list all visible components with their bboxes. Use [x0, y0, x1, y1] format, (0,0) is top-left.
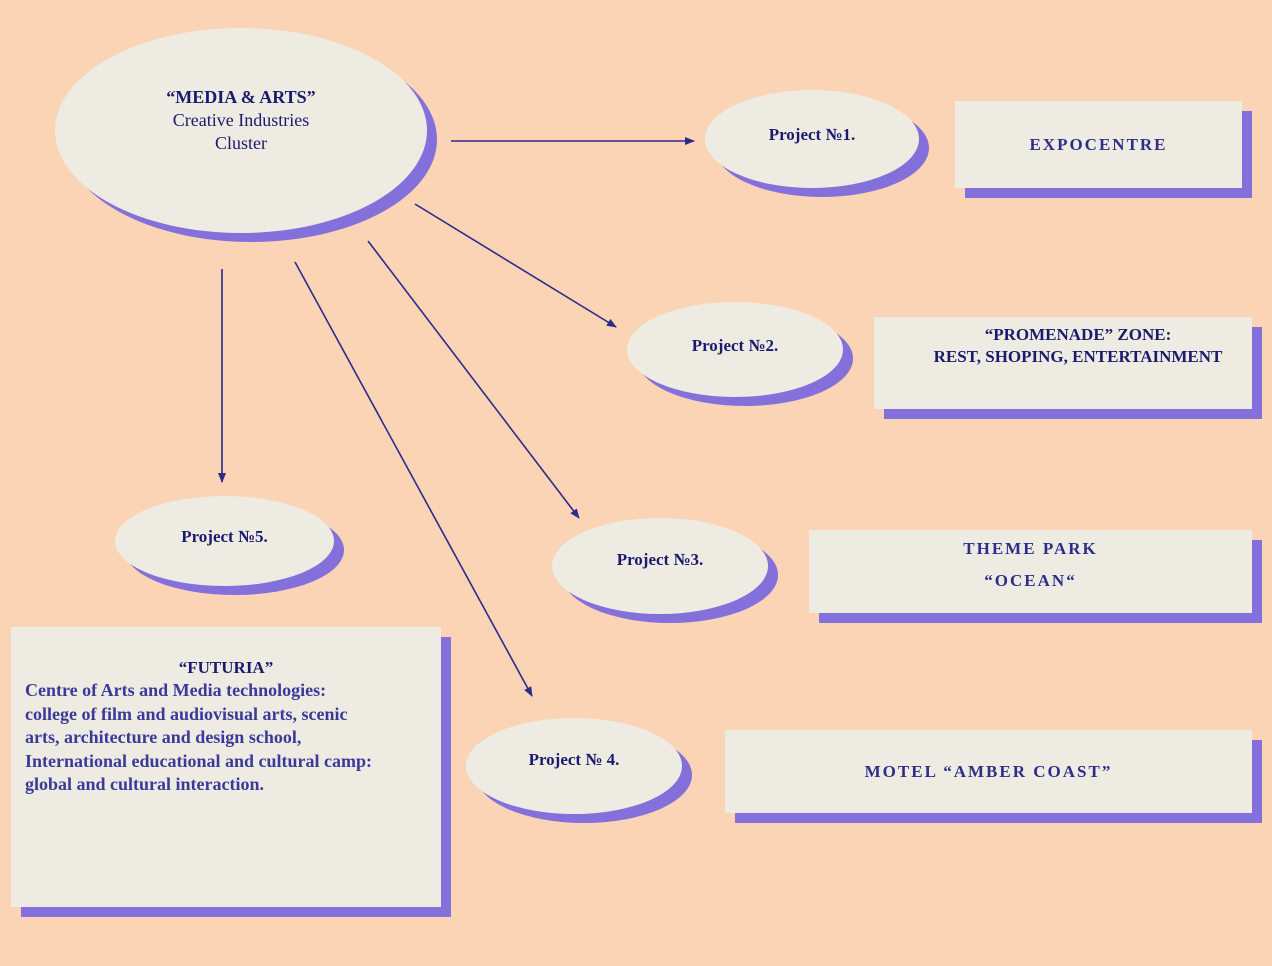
theme-park-box: THEME PARK “OCEAN“ — [809, 530, 1252, 613]
futuria-title: “FUTURIA” — [178, 658, 274, 677]
arrow-to-project-3 — [367, 240, 580, 519]
futuria-line-1: Centre of Arts and Media technologies: — [25, 680, 327, 700]
cluster-subtitle-2: Cluster — [215, 133, 267, 153]
theme-park-label-line1: THEME PARK — [963, 539, 1098, 558]
expocentre-box: EXPOCENTRE — [955, 101, 1242, 188]
motel-label: MOTEL “AMBER COAST” — [864, 761, 1113, 781]
futuria-box: “FUTURIA” Centre of Arts and Media techn… — [11, 627, 441, 907]
project-2-label: Project №2. — [691, 335, 779, 355]
futuria-description: Centre of Arts and Media technologies: c… — [25, 679, 427, 797]
project-5-label: Project №5. — [181, 527, 268, 546]
project-1-label: Project №1. — [768, 125, 856, 144]
expocentre-label: EXPOCENTRE — [1029, 134, 1168, 154]
project-4-ellipse: Project № 4. — [466, 718, 682, 814]
futuria-line-4: International educational and cultural c… — [25, 750, 373, 771]
project-4-label: Project № 4. — [528, 750, 620, 769]
motel-box: MOTEL “AMBER COAST” — [725, 730, 1252, 813]
futuria-line-2: college of film and audiovisual arts, sc… — [25, 703, 348, 724]
cluster-ellipse: “MEDIA & ARTS” Creative Industries Clust… — [55, 28, 427, 233]
futuria-line-3: arts, architecture and design school, — [25, 727, 302, 747]
project-5-ellipse: Project №5. — [115, 496, 334, 586]
promenade-label-line2: REST, SHOPING, ENTERTAINMENT — [933, 347, 1223, 366]
promenade-box: “PROMENADE” ZONE: REST, SHOPING, ENTERTA… — [874, 317, 1252, 409]
project-2-ellipse: Project №2. — [627, 302, 843, 397]
cluster-subtitle: Creative Industries — [172, 110, 310, 130]
project-1-ellipse: Project №1. — [705, 90, 919, 188]
project-3-label: Project №3. — [616, 550, 704, 569]
promenade-label-line1: “PROMENADE” ZONE: — [984, 325, 1172, 344]
theme-park-label-line2: “OCEAN“ — [984, 571, 1077, 590]
futuria-line-5: global and cultural interaction. — [25, 774, 265, 794]
arrow-to-project-2 — [414, 203, 617, 328]
project-3-ellipse: Project №3. — [552, 518, 768, 614]
cluster-title: “MEDIA & ARTS” — [166, 87, 316, 107]
